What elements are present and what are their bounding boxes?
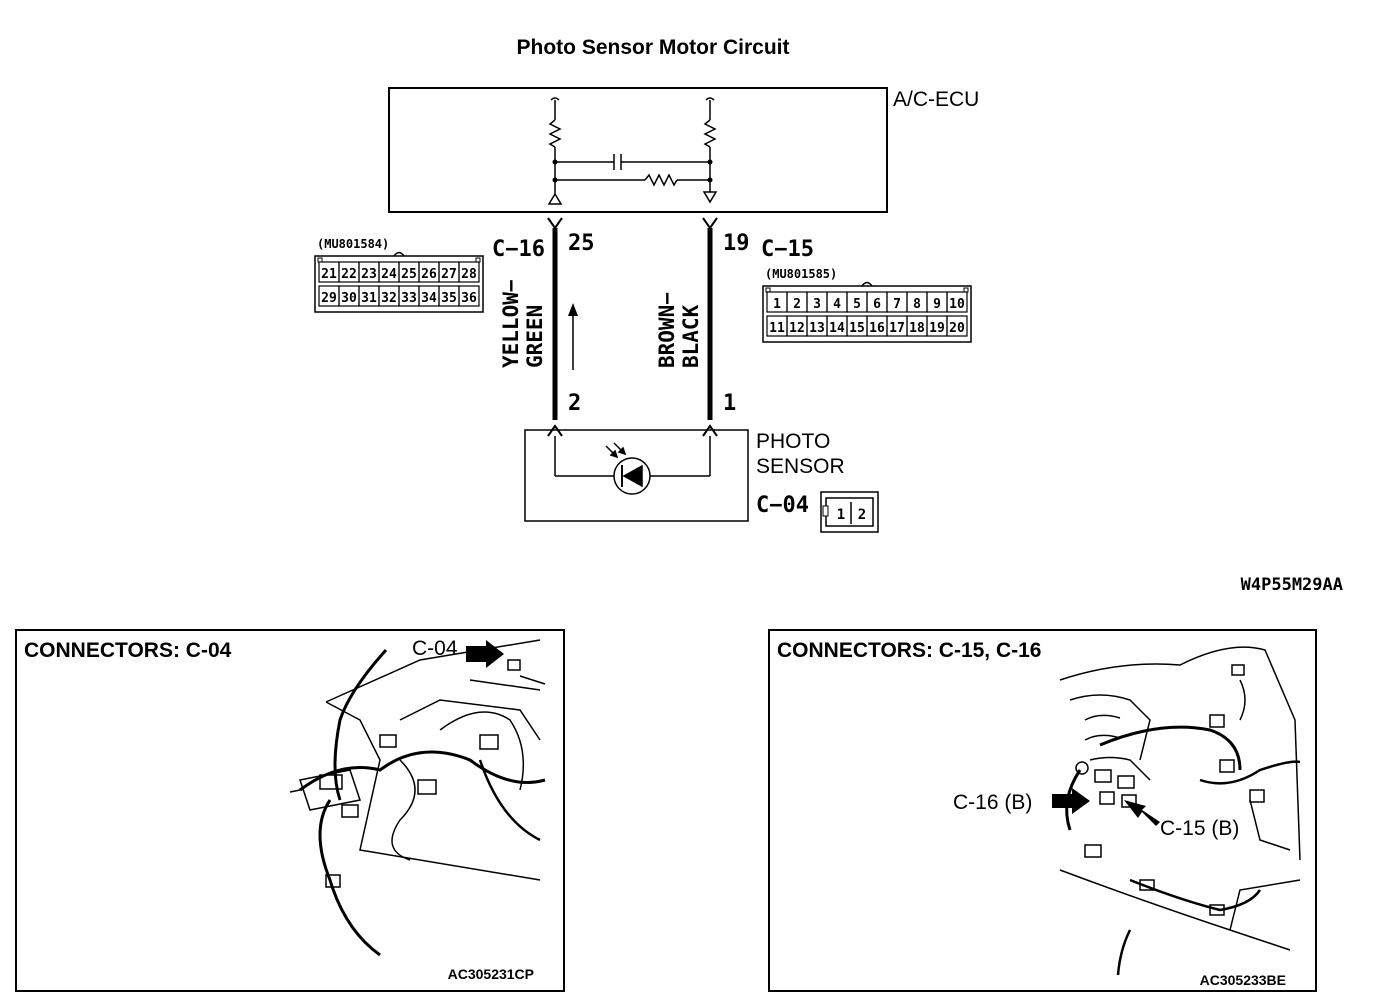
right-wire-color: BROWN− BLACK xyxy=(655,292,703,368)
c16-pin-21: 21 xyxy=(321,267,337,282)
c15-pin-7: 7 xyxy=(893,297,901,312)
c15-pin-1: 1 xyxy=(773,297,781,312)
panel-callout-c15: C-15 (B) xyxy=(1160,817,1239,840)
c16-pin-28: 28 xyxy=(461,267,477,282)
c15-pin-16: 16 xyxy=(869,321,885,336)
panel-c15-c16-code: AC305233BE xyxy=(1200,972,1286,988)
panel-c15-c16-title: CONNECTORS: C-15, C-16 xyxy=(777,639,1042,662)
panel-c04-code: AC305231CP xyxy=(448,966,534,982)
c15-connector-label: C−15 xyxy=(761,237,814,262)
connector-tab xyxy=(765,287,771,293)
photo-sensor-label-line2: SENSOR xyxy=(756,455,845,478)
c15-pin-9: 9 xyxy=(933,297,941,312)
ecu-internal-circuit xyxy=(547,97,718,205)
c15-pin-20: 20 xyxy=(949,321,965,336)
panel-c16-arrow xyxy=(1052,788,1090,814)
c16-pin-30: 30 xyxy=(341,291,357,306)
c15-pin-18: 18 xyxy=(909,321,925,336)
connector-outline xyxy=(762,285,972,343)
c16-pin-22: 22 xyxy=(341,267,357,282)
c15-pin-5: 5 xyxy=(853,297,861,312)
photodiode-symbol xyxy=(554,436,711,495)
c15-pin-14: 14 xyxy=(829,321,845,336)
c04-pin-1: 1 xyxy=(837,507,845,523)
c04-left-pin: 2 xyxy=(568,391,581,416)
panel-c04-callout-arrow xyxy=(466,640,504,668)
connector-tab xyxy=(317,257,323,263)
c16-pin-31: 31 xyxy=(361,291,377,306)
diagram-title: Photo Sensor Motor Circuit xyxy=(517,36,790,59)
panel-c04-callout: C-04 xyxy=(412,637,458,660)
c15-pin-17: 17 xyxy=(889,321,905,336)
c16-pin-33: 33 xyxy=(401,291,417,306)
c16-pin-29: 29 xyxy=(321,291,337,306)
left-wire xyxy=(547,217,563,437)
c16-pin-24: 24 xyxy=(381,267,397,282)
junction-dots xyxy=(552,159,713,183)
c15-pin-8: 8 xyxy=(913,297,921,312)
c04-connector-label: C−04 xyxy=(756,493,809,518)
c04-connector-face: 1 2 xyxy=(820,491,879,533)
c15-pin-2: 2 xyxy=(793,297,801,312)
connector-pin-cell xyxy=(458,285,480,307)
connector-panel-c04 xyxy=(15,629,565,992)
right-wire xyxy=(702,217,718,437)
c16-pin-23: 23 xyxy=(361,267,377,282)
c16-pin-36: 36 xyxy=(461,291,477,306)
right-wire-color-line2: BLACK xyxy=(679,304,703,368)
c16-part-number: (MU801584) xyxy=(317,237,389,251)
c16-connector-face: 21 22 23 24 25 26 27 28 29 30 31 32 33 34 35 36 xyxy=(314,251,484,313)
c16-pin-34: 34 xyxy=(421,291,437,306)
c15-pin-11: 11 xyxy=(769,321,785,336)
drawing-code: W4P55M29AA xyxy=(1241,575,1343,595)
connector-panel-c15-c16 xyxy=(768,629,1317,992)
c15-pin-4: 4 xyxy=(833,297,841,312)
ecu-box xyxy=(388,87,888,213)
dashboard-illustration-c04 xyxy=(289,639,546,957)
connector-tab xyxy=(963,287,969,293)
c04-right-pin: 1 xyxy=(723,391,736,416)
c15-pin-15: 15 xyxy=(849,321,865,336)
photo-sensor-box xyxy=(524,429,749,522)
c15-pin-3: 3 xyxy=(813,297,821,312)
c15-pin-13: 13 xyxy=(809,321,825,336)
left-wire-color-line1: YELLOW− xyxy=(499,279,523,368)
c15-pin-6: 6 xyxy=(873,297,881,312)
ecu-label: A/C-ECU xyxy=(893,88,979,111)
current-direction-arrow xyxy=(568,303,578,370)
connector-outline xyxy=(314,255,484,313)
c16-pin-25: 25 xyxy=(401,267,417,282)
panel-c04-title: CONNECTORS: C-04 xyxy=(24,639,232,662)
right-wire-color-line1: BROWN− xyxy=(655,292,679,368)
panel-callout-c16: C-16 (B) xyxy=(953,791,1032,814)
left-wire-color: YELLOW− GREEN xyxy=(499,279,547,368)
c16-connector-label: C−16 xyxy=(492,237,545,262)
connector-latch xyxy=(861,281,873,287)
c16-pin-27: 27 xyxy=(441,267,457,282)
c04-pin-2: 2 xyxy=(858,507,866,523)
connector-pin-cell xyxy=(458,261,480,283)
photo-sensor-label-line1: PHOTO xyxy=(756,430,830,453)
left-wire-color-line2: GREEN xyxy=(523,305,547,368)
c15-pin-10: 10 xyxy=(949,297,965,312)
c15-pin-19: 19 xyxy=(929,321,945,336)
connector-latch xyxy=(393,251,405,257)
c16-pin-26: 26 xyxy=(421,267,437,282)
panel-c15-arrow xyxy=(1124,800,1160,826)
dashboard-illustration-c15-c16 xyxy=(1059,646,1301,976)
c16-top-pin: 25 xyxy=(568,231,595,256)
connector-tab xyxy=(475,257,481,263)
c16-pin-32: 32 xyxy=(381,291,397,306)
c16-pin-35: 35 xyxy=(441,291,457,306)
connector-pin-cell xyxy=(946,291,968,313)
connector-pin-cell xyxy=(946,315,968,337)
c15-part-number: (MU801585) xyxy=(765,267,837,281)
c15-pin-12: 12 xyxy=(789,321,805,336)
c15-top-pin: 19 xyxy=(723,231,750,256)
